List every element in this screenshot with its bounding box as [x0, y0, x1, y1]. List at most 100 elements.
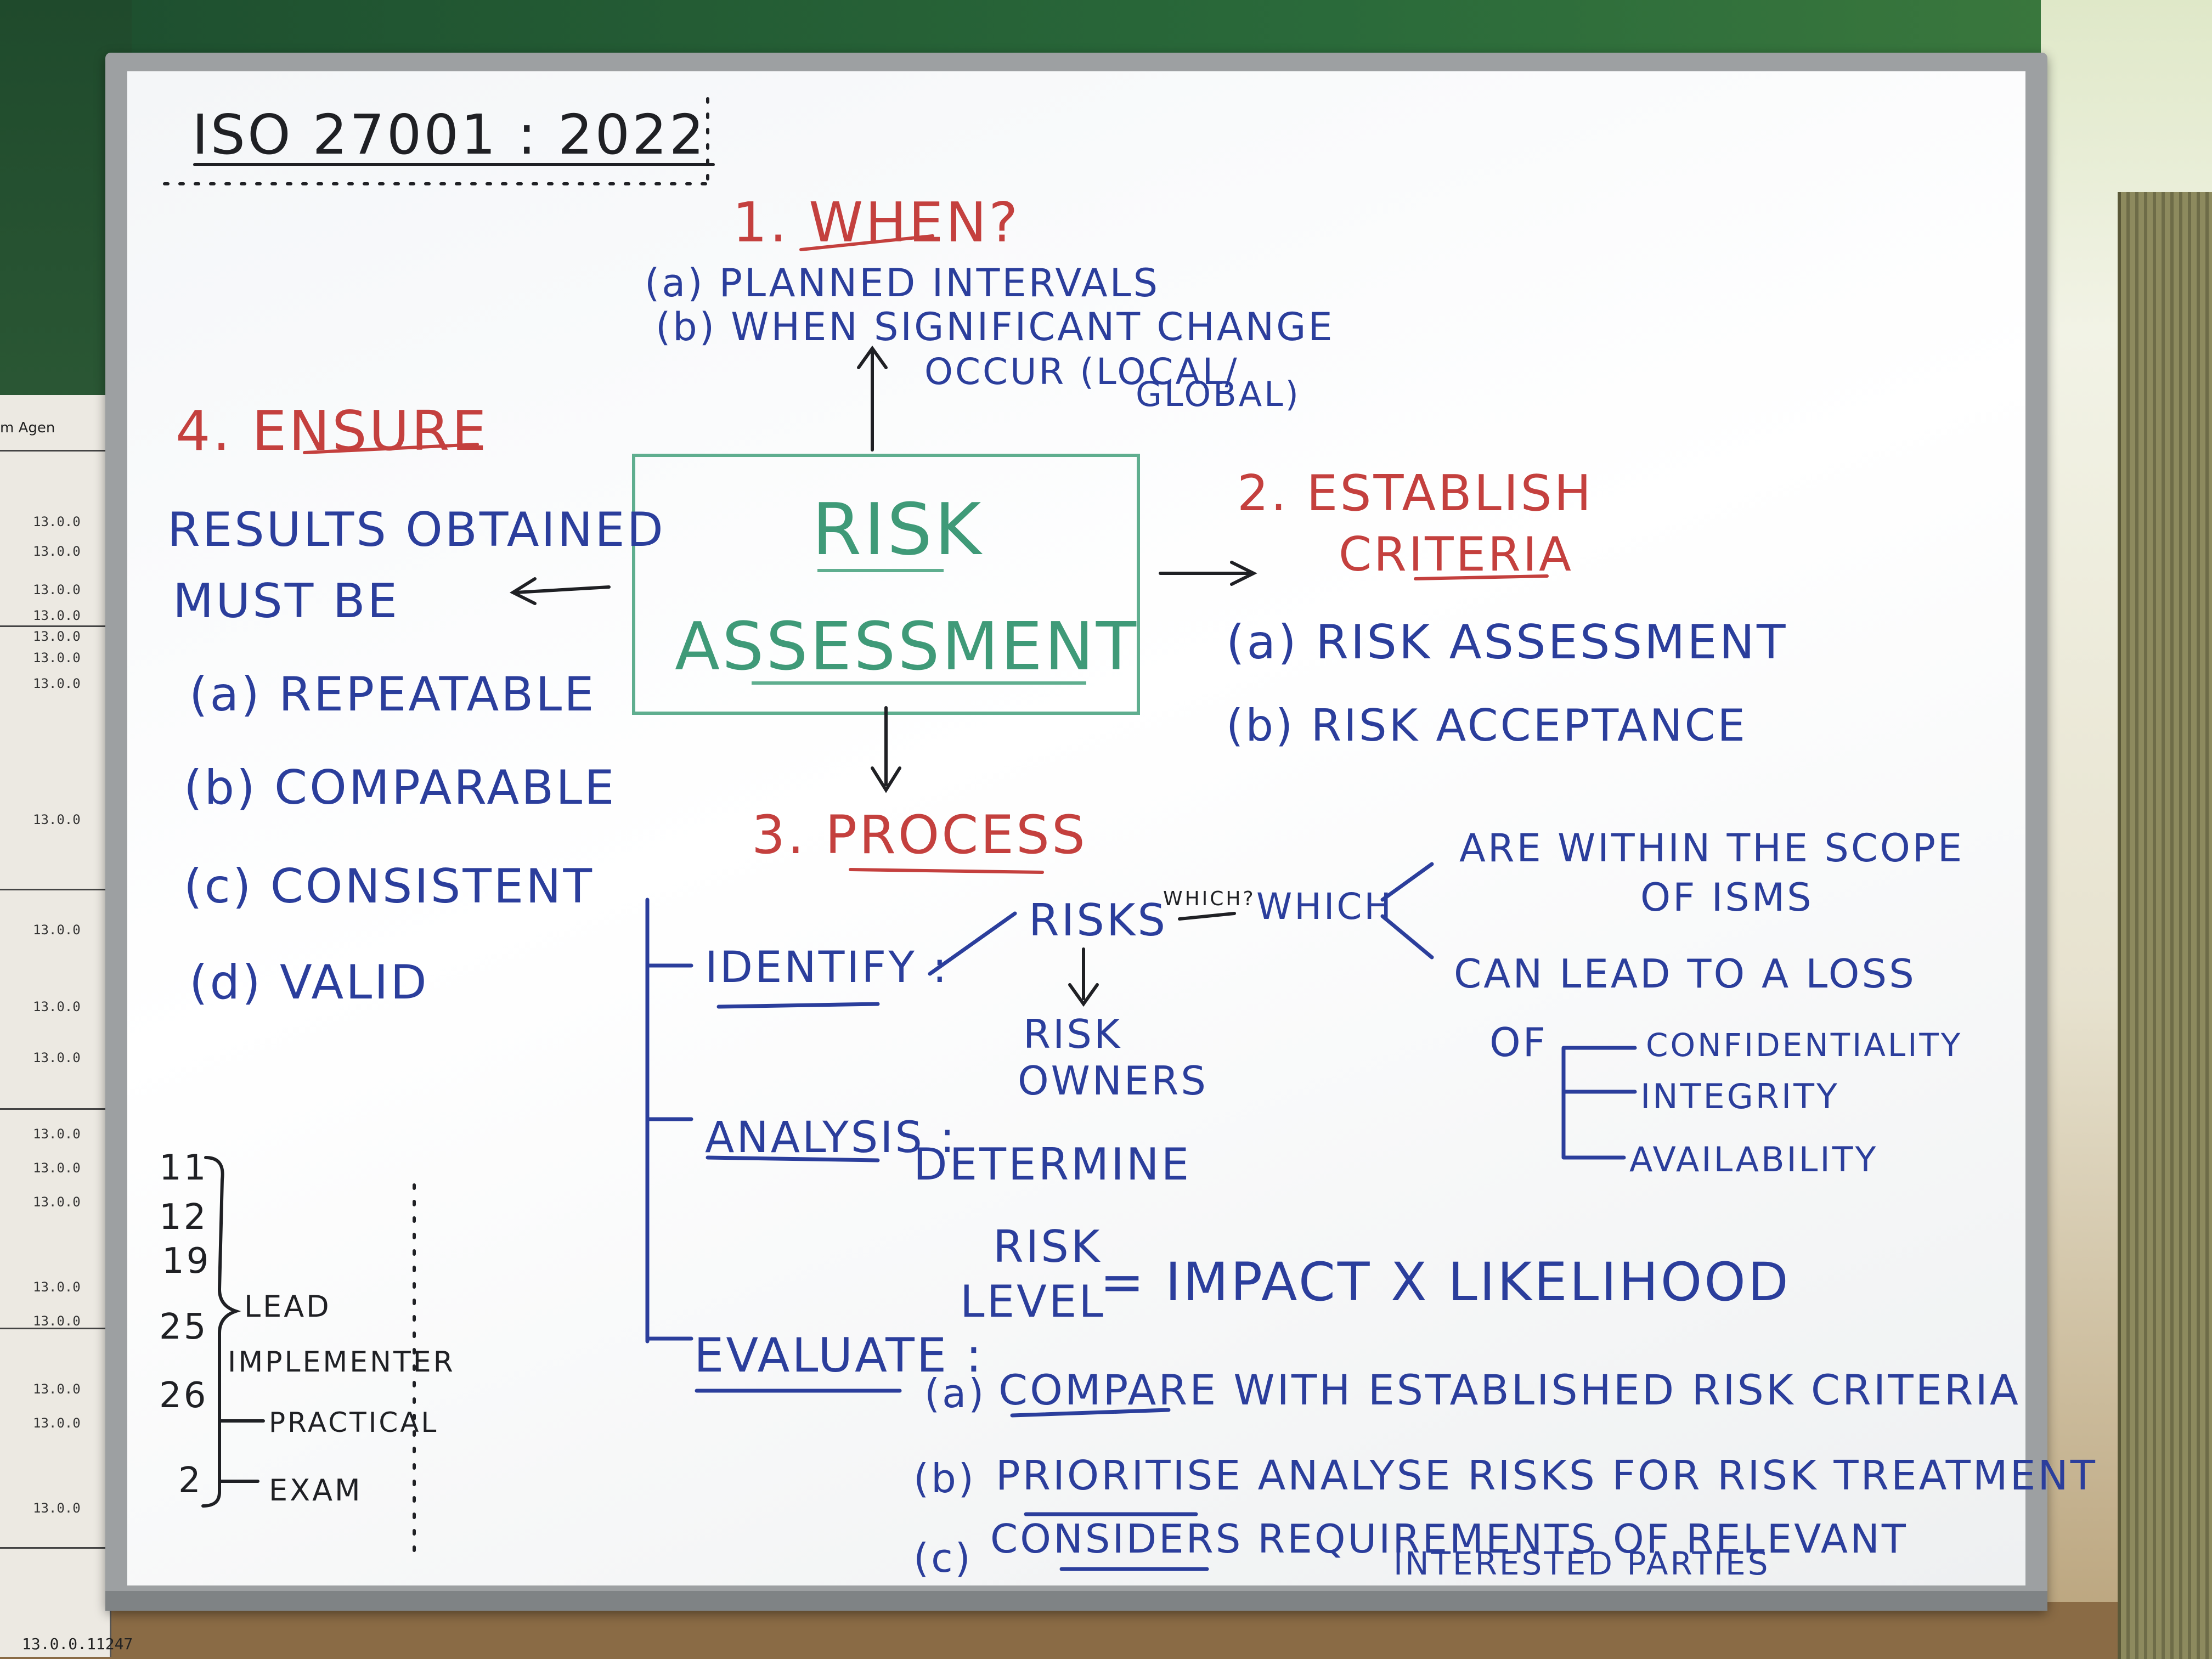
when-b3: GLOBAL) [1136, 374, 1301, 414]
evaluate-a: COMPARE WITH ESTABLISHED RISK CRITERIA [998, 1365, 2021, 1414]
ensure-b: (b) COMPARABLE [184, 760, 617, 815]
when-underline [799, 234, 934, 251]
evaluate-c2: INTERESTED PARTIES [1393, 1545, 1770, 1582]
arrow-to-owners-head [1068, 983, 1099, 1007]
heater-cabinet [2118, 192, 2212, 1659]
ensure-d: (d) VALID [189, 955, 429, 1010]
evaluate-c-marker: (c) [913, 1535, 973, 1581]
timetable-row: 13.0.0 [33, 922, 81, 938]
timetable-row: 13.0.0 [33, 1381, 81, 1397]
timetable-row: 13.0.0 [33, 811, 81, 827]
arrow-to-risks [928, 911, 1017, 976]
schedule-dates: 11 12 19 25 26 2 [159, 1148, 211, 1501]
timetable-row: 13.0.0 [33, 1500, 81, 1516]
timetable-rule [0, 450, 110, 452]
schedule-lead: LEAD [244, 1289, 331, 1324]
schedule-date: 19 [162, 1241, 211, 1282]
timetable-row: 13.0.0 [33, 1160, 81, 1176]
scope-line1: ARE WITHIN THE SCOPE [1459, 826, 1964, 871]
when-a: (a) PLANNED INTERVALS [645, 261, 1160, 306]
arrow-to-scope [1380, 862, 1434, 902]
timetable-row: 13.0.0 [33, 1313, 81, 1329]
evaluate-b: PRIORITISE ANALYSE RISKS FOR RISK TREATM… [996, 1452, 2097, 1499]
timetable-rule [0, 889, 110, 890]
whiteboard-tray [105, 1591, 2047, 1611]
cia-confidentiality: CONFIDENTIALITY [1646, 1026, 1962, 1064]
timetable-row: 13.0.0 [33, 629, 81, 645]
arrow-to-which [1178, 912, 1236, 921]
evaluate-label: EVALUATE : [694, 1328, 984, 1383]
identify-label: IDENTIFY : [705, 943, 949, 992]
timetable-row: 13.0.0 [33, 1194, 81, 1210]
ensure-line2: MUST BE [173, 574, 399, 629]
risk-level-line2: LEVEL [960, 1276, 1105, 1327]
analysis-label: ANALYSIS : [705, 1113, 957, 1163]
board-title: ISO 27001 : 2022 [192, 103, 706, 167]
timetable-row: 13.0.0 [33, 582, 81, 597]
evaluate-b-marker: (b) [913, 1455, 976, 1502]
when-b2: OCCUR (LOCAL/ [924, 351, 1239, 393]
schedule-date: 26 [159, 1375, 208, 1416]
timetable-footer: 13.0.0.11247 [22, 1635, 133, 1653]
when-heading: 1. WHEN? [732, 190, 1020, 255]
arrow-to-loss [1380, 914, 1434, 960]
timetable-row: 13.0.0 [33, 607, 81, 623]
timetable-row: 13.0.0 [33, 1415, 81, 1431]
schedule-date: 25 [159, 1307, 208, 1347]
ensure-a: (a) REPEATABLE [189, 667, 596, 722]
ensure-heading: 4. ENSURE [176, 399, 489, 463]
schedule-date: 11 [159, 1148, 208, 1188]
identify-underline [716, 1002, 880, 1009]
floor-background [0, 1602, 2212, 1659]
arrow-right-establish-head [1230, 561, 1257, 586]
cia-integrity: INTEGRITY [1640, 1076, 1839, 1116]
which-question: WHICH? [1163, 888, 1256, 910]
arrow-left-ensure [514, 585, 611, 594]
compare-underline [1010, 1408, 1171, 1418]
timetable-row: 13.0.0 [33, 1279, 81, 1295]
arrow-up-when-head [857, 345, 888, 369]
risk-formula: = IMPACT X LIKELIHOOD [1100, 1251, 1791, 1313]
timetable-rule [0, 1108, 110, 1110]
determine-label: DETERMINE [913, 1139, 1191, 1190]
of-label: OF [1489, 1019, 1548, 1065]
analysis-underline [706, 1155, 880, 1163]
timetable-rule [0, 1547, 110, 1549]
timetable-row: 13.0.0 [33, 1049, 81, 1065]
evaluate-a-marker: (a) [924, 1370, 986, 1417]
establish-b: (b) RISK ACCEPTANCE [1226, 700, 1747, 751]
timetable-row: 13.0.0 [33, 650, 81, 665]
owners-line1: RISK [1023, 1011, 1122, 1057]
ensure-line1: RESULTS OBTAINED [167, 503, 665, 557]
arrow-down-process-head [871, 766, 901, 793]
timetable-row: 13.0.0 [33, 998, 81, 1014]
schedule-exam: EXAM [269, 1473, 363, 1508]
timetable-row: 13.0.0 [33, 1126, 81, 1142]
arrow-left-ensure-head [509, 577, 537, 605]
timetable-row: 13.0.0 [33, 514, 81, 529]
criteria-underline [1414, 574, 1549, 580]
wall-timetable: m Agen 13.0.0 13.0.0 13.0.0 13.0.0 13.0.0 13.… [0, 395, 133, 1657]
scope-line2: OF ISMS [1640, 875, 1814, 920]
schedule-date: 12 [159, 1197, 208, 1238]
timetable-row: 13.0.0 [33, 675, 81, 691]
establish-heading1: 2. ESTABLISH [1237, 465, 1593, 522]
center-line2: ASSESSMENT [675, 609, 1138, 685]
process-heading: 3. PROCESS [752, 804, 1087, 866]
ensure-c: (c) CONSISTENT [184, 859, 594, 914]
center-line1: RISK [812, 488, 983, 571]
establish-a: (a) RISK ASSESSMENT [1226, 615, 1788, 670]
timetable-row: 13.0.0 [33, 544, 81, 560]
risks-label: RISKS [1029, 895, 1167, 946]
risk-level-line1: RISK [993, 1221, 1102, 1272]
timetable-rule [0, 625, 110, 627]
when-b: (b) WHEN SIGNIFICANT CHANGE [656, 304, 1335, 349]
timetable-header: m Agen [0, 420, 55, 436]
loss-line: CAN LEAD TO A LOSS [1454, 951, 1916, 997]
owners-line2: OWNERS [1018, 1058, 1208, 1104]
establish-heading2: CRITERIA [1339, 527, 1573, 582]
schedule-implementer: IMPLEMENTER [228, 1346, 455, 1379]
evaluate-c: CONSIDERS REQUIREMENTS OF RELEVANT [990, 1516, 1908, 1562]
